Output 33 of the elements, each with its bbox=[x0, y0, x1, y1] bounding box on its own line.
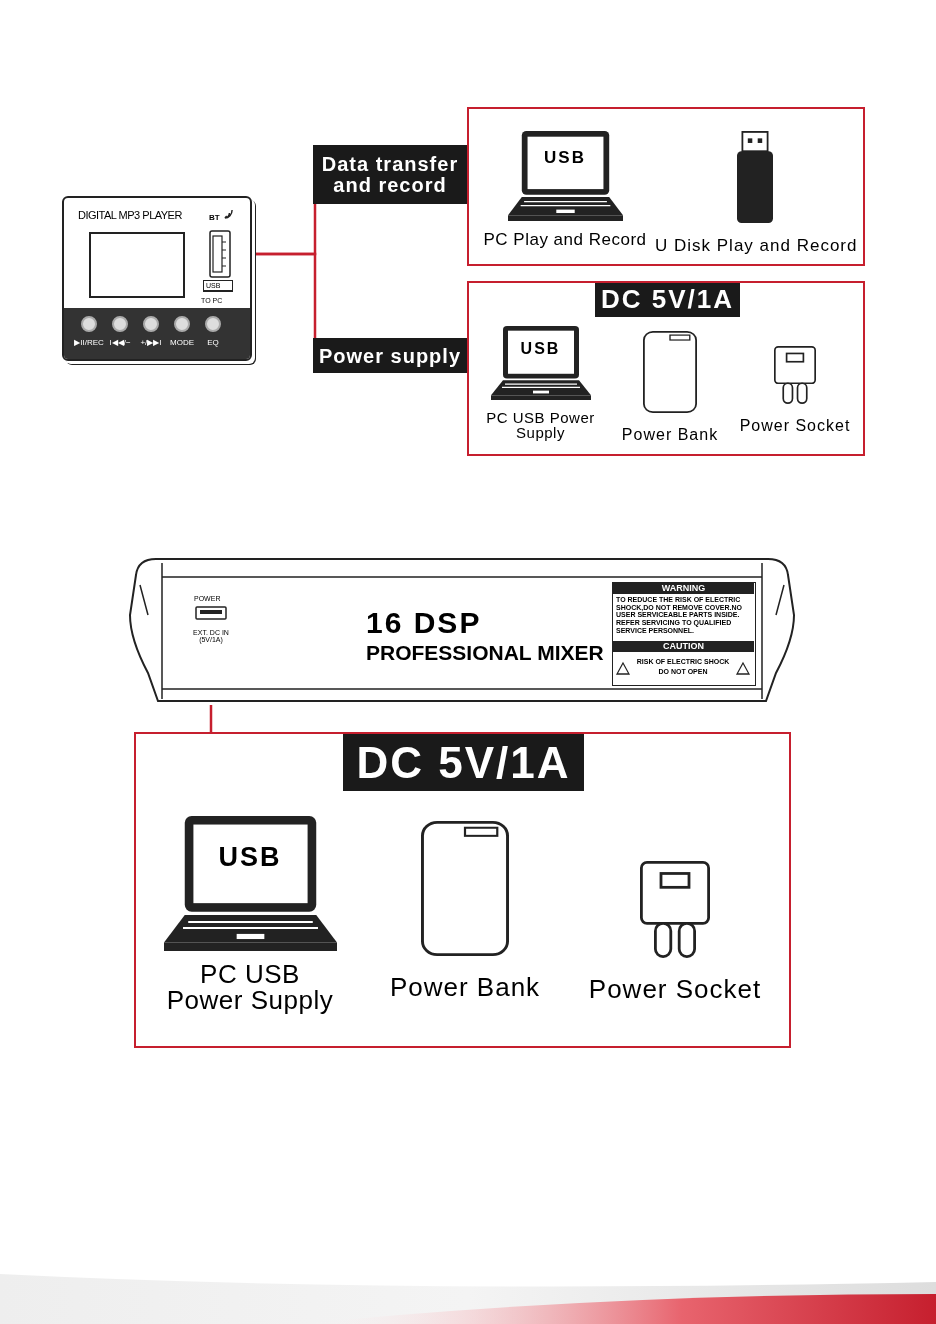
warning-heading: WARNING bbox=[613, 583, 754, 595]
device-frame bbox=[134, 732, 791, 1048]
connector-line bbox=[209, 705, 213, 732]
device-caption: PC USB Power Supply bbox=[165, 961, 335, 1013]
tag-text: DC 5V/1A bbox=[355, 739, 572, 786]
screen-label: USB bbox=[519, 340, 562, 358]
button-label: EQ bbox=[206, 339, 220, 348]
caution-heading: CAUTION bbox=[613, 641, 754, 653]
product-subtitle: PROFESSIONAL MIXER bbox=[366, 642, 604, 665]
model-title: 16 DSP bbox=[366, 607, 482, 639]
tag-text: Data transfer and record bbox=[320, 153, 460, 196]
display-screen bbox=[89, 232, 185, 298]
device-caption: U Disk Play and Record bbox=[655, 237, 855, 255]
device-caption: Power Socket bbox=[587, 976, 763, 1004]
button-label: +/▶▶I bbox=[139, 339, 163, 348]
button-label: ▶II/REC bbox=[73, 339, 105, 348]
section-tag bbox=[313, 145, 467, 204]
voltage-tag bbox=[343, 734, 584, 791]
screen-label: USB bbox=[543, 149, 587, 167]
screen-label: USB bbox=[217, 843, 283, 872]
device-caption: Power Bank bbox=[388, 974, 542, 1002]
device-caption: Power Bank bbox=[620, 427, 720, 444]
section-tag bbox=[313, 338, 467, 373]
bluetooth-label: BT bbox=[209, 214, 220, 223]
tag-text: DC 5V/1A bbox=[599, 286, 735, 314]
device-frame bbox=[467, 281, 865, 456]
button-label: MODE bbox=[169, 339, 195, 348]
tag-text: Power supply bbox=[318, 345, 462, 366]
device-caption: PC USB Power Supply bbox=[485, 410, 596, 440]
device-frame bbox=[467, 107, 865, 266]
device-caption: PC Play and Record bbox=[482, 231, 648, 248]
device-caption: Power Socket bbox=[738, 418, 852, 435]
panel-title: DIGITAL MP3 PLAYER bbox=[78, 210, 182, 222]
